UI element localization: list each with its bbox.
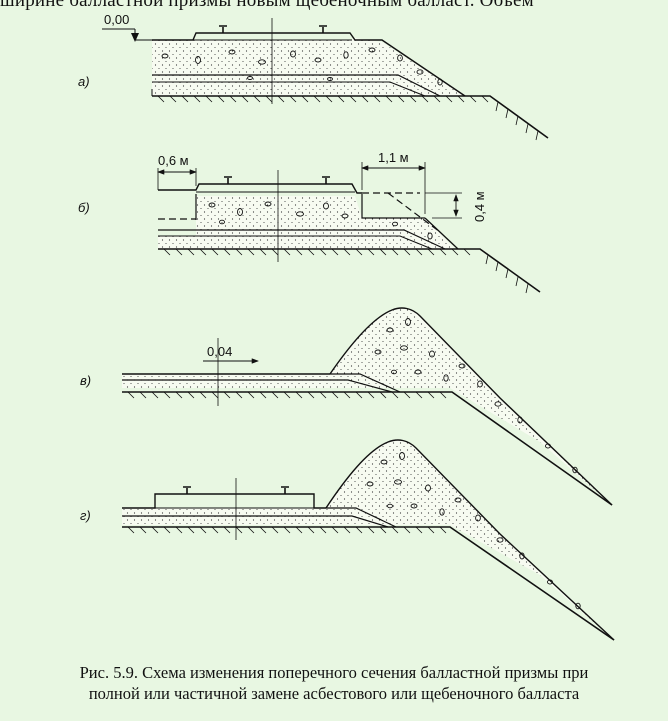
panel-a: 0,00 а) [78, 12, 549, 141]
caption-line-2: полной или частичной замене асбестового … [88, 684, 580, 703]
figure-caption: Рис. 5.9. Схема изменения поперечного се… [0, 662, 668, 704]
panel-b-dim-right: 1,1 м [378, 150, 409, 165]
panel-d-label: г) [80, 508, 91, 523]
panel-c-level-label: 0,04 [207, 344, 232, 359]
panel-a-level-label: 0,00 [104, 12, 129, 27]
ballast-section-figure: 0,00 а) [78, 12, 615, 641]
panel-b-dim-left: 0,6 м [158, 153, 189, 168]
panel-c-label: в) [80, 373, 91, 388]
panel-b: 0,6 м 1,1 м 0,4 м б) [78, 150, 541, 294]
panel-c: 0,04 в) [80, 307, 613, 506]
panel-b-dim-vertical: 0,4 м [472, 191, 487, 222]
cut-off-text-line: ширине балластной призмы новым щебеночны… [0, 0, 668, 10]
panel-a-label: а) [78, 74, 90, 89]
panel-b-label: б) [78, 200, 90, 215]
caption-line-1: Рис. 5.9. Схема изменения поперечного се… [79, 663, 589, 682]
panel-d: г) [80, 439, 615, 641]
